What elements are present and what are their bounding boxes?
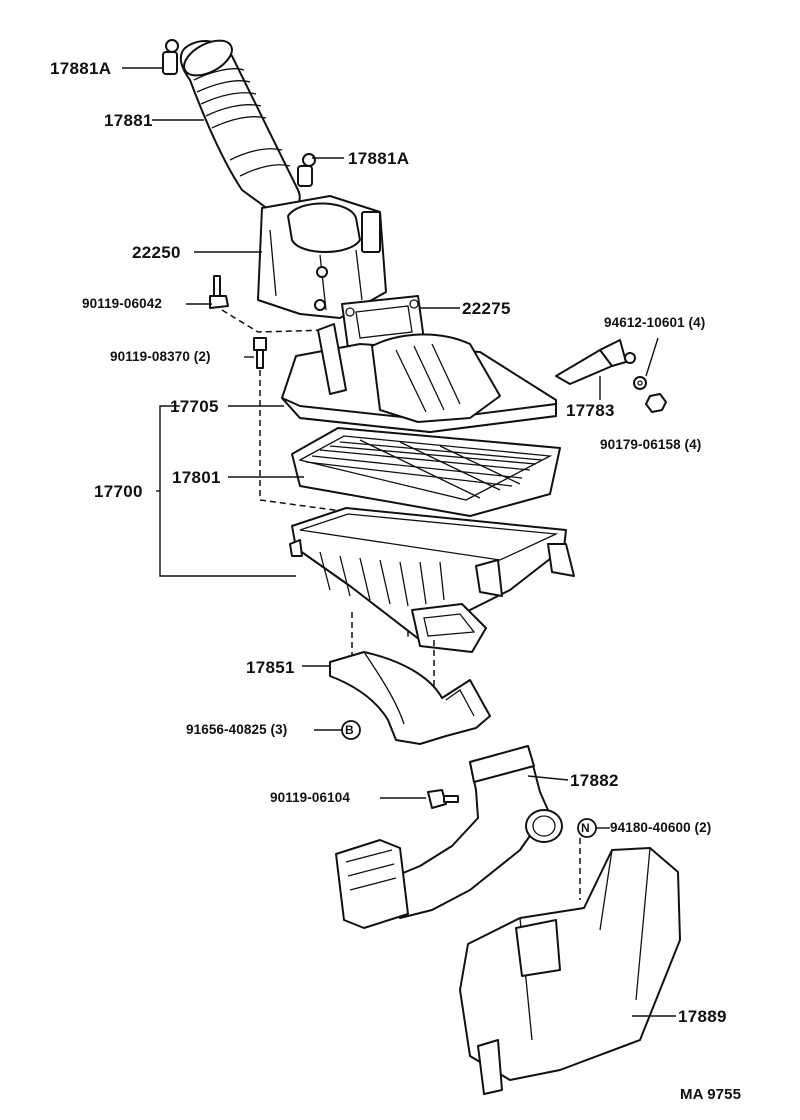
diagram-code: MA 9755 xyxy=(680,1086,742,1103)
nut-90179 xyxy=(645,393,667,413)
lower-case xyxy=(289,507,575,653)
air-filter-element xyxy=(291,427,561,517)
leader-lines xyxy=(122,67,676,1017)
mounting-bracket xyxy=(329,651,491,745)
label-94612-10601: 94612-10601 (4) xyxy=(604,315,706,330)
label-17881a-top: 17881A xyxy=(50,59,112,78)
label-17783: 17783 xyxy=(566,401,615,420)
hose-clamp-mid xyxy=(297,153,316,187)
label-22275: 22275 xyxy=(462,299,511,318)
label-17700: 17700 xyxy=(94,482,143,501)
label-22250: 22250 xyxy=(132,243,181,262)
hose-clamp-top xyxy=(162,39,179,75)
gasket xyxy=(341,295,425,349)
marker-b-circle xyxy=(341,720,361,740)
label-90179-06158: 90179-06158 (4) xyxy=(600,437,702,452)
label-17881: 17881 xyxy=(104,111,153,130)
washer-94612 xyxy=(633,376,647,390)
label-91656-40825: 91656-40825 (3) xyxy=(186,722,288,737)
bolt-90119-06104 xyxy=(427,789,459,809)
air-flow-meter xyxy=(257,195,387,319)
label-17851: 17851 xyxy=(246,658,295,677)
label-17882: 17882 xyxy=(570,771,619,790)
label-90119-06104: 90119-06104 xyxy=(270,790,350,805)
label-94180-40600: 94180-40600 (2) xyxy=(610,820,712,835)
bolt-90119-06042 xyxy=(209,275,331,333)
marker-b-letter: B xyxy=(345,723,354,737)
marker-n-circle xyxy=(577,818,597,838)
label-90119-06042: 90119-06042 xyxy=(82,296,162,311)
label-17801: 17801 xyxy=(172,468,221,487)
bracket-17783 xyxy=(555,339,636,385)
intake-hose xyxy=(179,39,301,215)
label-17881a-mid: 17881A xyxy=(348,149,410,168)
resonator xyxy=(459,847,681,1095)
assembly-bracket-17700 xyxy=(156,405,296,577)
label-90119-08370: 90119-08370 (2) xyxy=(110,349,211,364)
air-inlet-duct xyxy=(335,745,563,929)
label-17889: 17889 xyxy=(678,1007,727,1026)
marker-n-letter: N xyxy=(581,821,590,835)
label-17705: 17705 xyxy=(170,397,219,416)
upper-case xyxy=(281,323,557,433)
bolt-90119-08370 xyxy=(253,337,409,640)
